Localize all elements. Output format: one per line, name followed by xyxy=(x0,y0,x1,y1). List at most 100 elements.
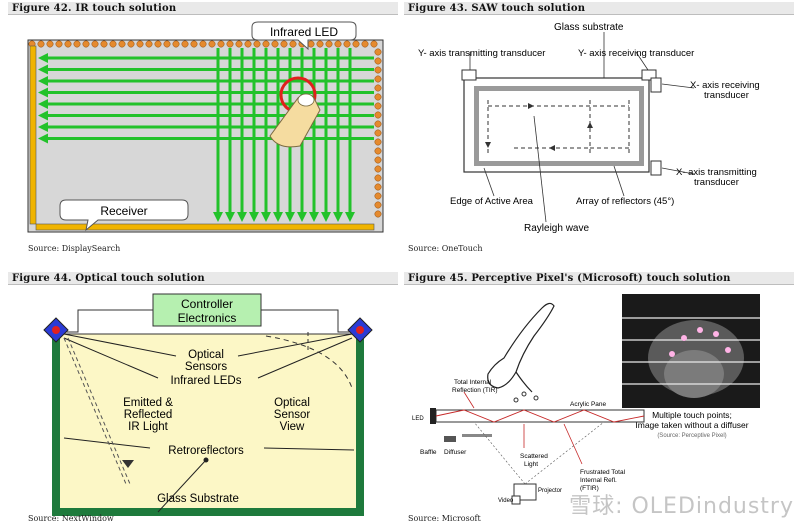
led-dot xyxy=(82,40,90,48)
led-dot xyxy=(64,40,72,48)
beam-arrow xyxy=(38,76,48,86)
led-dot xyxy=(91,40,99,48)
beam-arrow xyxy=(38,64,48,75)
optical-sensors-label-2: Sensors xyxy=(185,361,227,373)
video-camera-icon xyxy=(511,495,521,505)
ftir-label-3: (FTIR) xyxy=(580,485,599,492)
beam-arrow xyxy=(38,53,48,63)
figure-42-caption: Figure 42. IR touch solution xyxy=(8,2,398,15)
led-dot xyxy=(136,40,144,48)
led-dot xyxy=(374,66,382,74)
diffuser-label: Diffuser xyxy=(444,449,467,456)
led-dot xyxy=(253,40,261,48)
led-dot xyxy=(374,111,382,119)
figure-42-source: Source: DisplaySearch xyxy=(28,244,121,253)
led-dot xyxy=(172,40,180,48)
video-label: Video xyxy=(498,498,514,504)
x-rx-label-1: X- axis receiving xyxy=(690,80,760,91)
led-dot xyxy=(307,40,315,48)
controller-electronics-box xyxy=(152,293,262,327)
led-dot xyxy=(374,138,382,146)
edge-active-area-label: Edge of Active Area xyxy=(450,196,534,207)
led-dot xyxy=(163,40,171,48)
led-dot xyxy=(374,120,382,128)
led-dot xyxy=(316,40,324,48)
led-dot xyxy=(280,40,288,48)
beam-arrow xyxy=(38,99,48,109)
beam-arrow xyxy=(225,212,235,222)
led-dot xyxy=(199,40,207,48)
y-rx-label: Y- axis receiving transducer xyxy=(578,48,694,59)
infrared-led-label: Infrared LED xyxy=(270,25,338,39)
led-dot xyxy=(374,201,382,209)
tir-rays xyxy=(435,409,645,423)
glass-substrate-label: Glass Substrate xyxy=(157,493,239,505)
beam-arrow xyxy=(261,212,271,222)
led-dot xyxy=(145,40,153,48)
infrared-led-callout xyxy=(251,21,357,51)
infrared-leds-label: Infrared LEDs xyxy=(171,375,242,387)
x-axis-receiving-transducer xyxy=(650,77,662,93)
photo-caption-2: Image taken without a diffuser xyxy=(635,420,748,430)
beam-arrow xyxy=(213,212,223,222)
glass-substrate xyxy=(463,77,650,173)
led-dot xyxy=(370,40,378,48)
led-dot xyxy=(289,40,297,48)
glass-substrate-label: Glass substrate xyxy=(554,22,624,33)
horizontal-ir-beams xyxy=(38,53,374,144)
led-dot xyxy=(352,40,360,48)
beam-arrow xyxy=(237,212,247,222)
tir-label-1: Total Internal xyxy=(454,379,492,386)
diffuser xyxy=(462,434,492,437)
saw-touch-diagram: Glass substrate Y- axis transmitting tra… xyxy=(418,22,760,234)
optical-sensors-label-1: Optical xyxy=(188,349,224,361)
emitted-label-3: IR Light xyxy=(128,421,168,433)
photo-caption-1: Multiple touch points; xyxy=(652,410,732,420)
array-reflectors-label: Array of reflectors (45°) xyxy=(576,196,674,207)
reflector-array-left xyxy=(474,86,479,166)
controller-label-2: Electronics xyxy=(178,311,237,325)
ftir-touch-diagram: Multiple touch points; Image taken witho… xyxy=(412,294,760,505)
watermark: 雪球: OLEDindustry xyxy=(569,494,794,519)
figure-44-panel: Figure 44. Optical touch solution Contro… xyxy=(8,272,398,524)
led-dot xyxy=(55,40,63,48)
ftir-label-1: Frustrated Total xyxy=(580,469,626,476)
led-dot xyxy=(109,40,117,48)
beam-arrow xyxy=(273,212,283,222)
reflector-array-top xyxy=(474,86,644,91)
x-tx-label-1: X- axis transmitting xyxy=(676,167,757,178)
y-axis-receiving-transducer xyxy=(641,69,657,81)
beam-arrow xyxy=(38,122,48,132)
led-dot xyxy=(127,40,135,48)
led-dot xyxy=(217,40,225,48)
led-dot xyxy=(325,40,333,48)
finger-sketch xyxy=(487,302,555,389)
figure-43-panel: Figure 43. SAW touch solution xyxy=(404,2,794,254)
receiver-bar-left xyxy=(29,45,37,225)
figure-43-caption: Figure 43. SAW touch solution xyxy=(404,2,794,15)
figure-44-caption: Figure 44. Optical touch solution xyxy=(8,272,398,285)
rayleigh-wave-label: Rayleigh wave xyxy=(524,223,589,234)
wave-arrows xyxy=(485,103,593,151)
led-dot xyxy=(271,40,279,48)
emitted-label-2: Reflected xyxy=(124,409,173,421)
touch-points xyxy=(669,327,731,357)
receiver-callout xyxy=(59,199,189,232)
baffle-label: Baffle xyxy=(420,449,437,456)
retroreflector-left xyxy=(52,334,60,512)
led-dot xyxy=(374,75,382,83)
led-dot xyxy=(208,40,216,48)
led-dot xyxy=(374,147,382,155)
led-label: LED xyxy=(412,416,424,422)
beam-arrow xyxy=(309,212,319,222)
projector-label: Projector xyxy=(538,488,562,494)
optical-touch-diagram: Controller Electronics Optic xyxy=(43,293,373,516)
ftir-label-2: Internal Refl. xyxy=(580,477,617,484)
led-dot xyxy=(181,40,189,48)
retroreflectors-label: Retroreflectors xyxy=(168,445,244,457)
led-icon xyxy=(430,408,436,424)
receiver-bar-bottom xyxy=(35,223,375,231)
x-tx-label-2: transducer xyxy=(694,177,739,188)
figure-44-source: Source: NextWindow xyxy=(28,514,114,523)
led-dot xyxy=(374,210,382,218)
